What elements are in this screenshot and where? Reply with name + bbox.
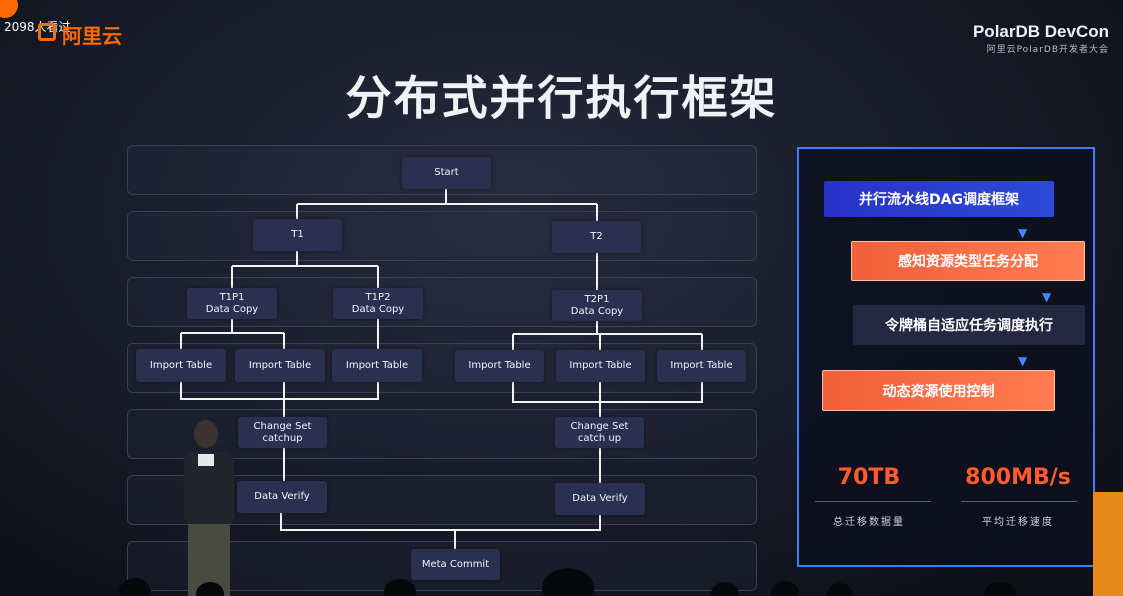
- row-band: [127, 343, 757, 393]
- live-indicator: [0, 0, 18, 18]
- node-start: Start: [402, 157, 491, 189]
- node-data-verify-left: Data Verify: [237, 481, 327, 513]
- node-import-table-1: Import Table: [136, 349, 226, 382]
- event-logo: PolarDB DevCon 阿里云PolarDB开发者大会: [973, 22, 1109, 55]
- stat-total-data-label: 总迁移数据量: [833, 517, 905, 528]
- audience-silhouettes: [119, 568, 1016, 596]
- aliyun-logo-text: 阿里云: [62, 24, 122, 48]
- stat-avg-speed-label: 平均迁移速度: [982, 517, 1054, 528]
- row-band: [127, 409, 757, 459]
- stat-total-data-value: 70TB: [837, 465, 901, 490]
- node-t2: T2: [552, 221, 641, 253]
- step-dynamic-resource-control: 动态资源使用控制: [822, 370, 1055, 411]
- presenter-silhouette: [184, 420, 234, 596]
- node-import-table-5: Import Table: [556, 350, 645, 382]
- side-panel: 并行流水线DAG调度框架 ▼ 感知资源类型任务分配 ▼ 令牌桶自适应任务调度执行…: [797, 147, 1095, 567]
- stat-avg-speed-value: 800MB/s: [965, 465, 1071, 490]
- event-name: PolarDB DevCon: [972, 22, 1109, 41]
- event-subtitle: 阿里云PolarDB开发者大会: [986, 45, 1109, 55]
- aliyun-logo-icon: [38, 23, 56, 41]
- arrow-down-icon: ▼: [1018, 226, 1028, 240]
- arrow-down-icon: ▼: [1042, 290, 1052, 304]
- slide-title: 分布式并行执行框架: [345, 71, 778, 125]
- node-import-table-3: Import Table: [332, 349, 422, 382]
- step-dag-scheduler: 并行流水线DAG调度框架: [824, 181, 1054, 217]
- stat-divider: [815, 501, 931, 502]
- node-import-table-6: Import Table: [657, 350, 746, 382]
- node-import-table-2: Import Table: [235, 349, 325, 382]
- stat-divider: [961, 501, 1077, 502]
- node-t1: T1: [253, 219, 342, 251]
- node-data-verify-right: Data Verify: [555, 483, 645, 515]
- node-meta-commit: Meta Commit: [411, 549, 500, 580]
- node-import-table-4: Import Table: [455, 350, 544, 382]
- step-token-bucket-scheduling: 令牌桶自适应任务调度执行: [853, 305, 1085, 345]
- step-resource-aware-allocation: 感知资源类型任务分配: [851, 241, 1085, 281]
- row-band: [127, 211, 757, 261]
- arrow-down-icon: ▼: [1018, 354, 1028, 368]
- stage-light-block: [1093, 492, 1123, 596]
